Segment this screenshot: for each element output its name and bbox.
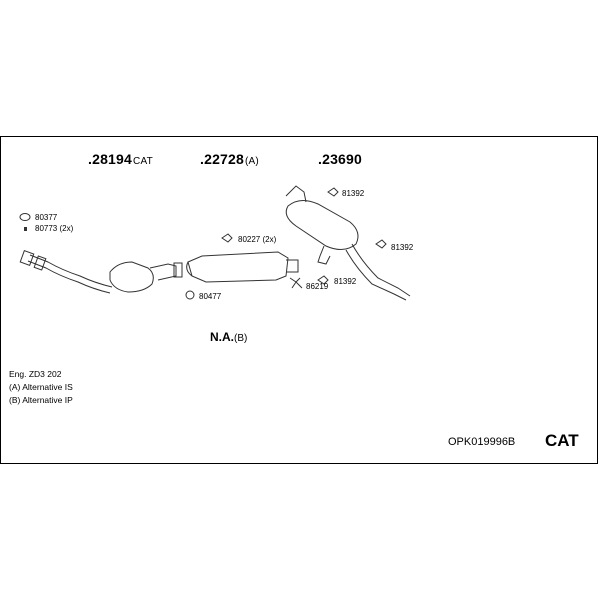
clamp-80477-icon bbox=[185, 290, 195, 300]
na-label: N.A.(B) bbox=[210, 330, 248, 344]
hanger-icon bbox=[221, 187, 387, 285]
part-label-80477: 80477 bbox=[199, 292, 222, 301]
clamp-80377-icon bbox=[19, 213, 31, 221]
group-number-rear: .23690 bbox=[318, 151, 363, 167]
group-number-catalyst: .28194CAT bbox=[88, 151, 153, 167]
part-label-80227: 80227 (2x) bbox=[238, 235, 277, 244]
part-label-80773: 80773 (2x) bbox=[35, 224, 74, 233]
clamp-86219-icon bbox=[289, 277, 303, 289]
note-alternative-a: (A) Alternative IS bbox=[9, 382, 73, 392]
part-label-81392-low: 81392 bbox=[334, 277, 357, 286]
note-alternative-b: (B) Alternative IP bbox=[9, 395, 73, 405]
kit-code: OPK019996B bbox=[448, 436, 516, 448]
note-engine: Eng. ZD3 202 bbox=[9, 369, 62, 379]
rear-silencer bbox=[285, 185, 411, 301]
gasket-80773-icon bbox=[24, 227, 27, 231]
part-label-81392-top: 81392 bbox=[342, 189, 365, 198]
center-silencer bbox=[186, 251, 299, 283]
part-label-81392-mid: 81392 bbox=[391, 243, 414, 252]
group-number-center: .22728(A) bbox=[200, 151, 259, 167]
diagram-frame bbox=[0, 136, 598, 464]
part-label-80377: 80377 bbox=[35, 213, 58, 222]
part-label-86219: 86219 bbox=[306, 282, 329, 291]
kit-type: CAT bbox=[545, 431, 579, 450]
front-pipe-catalyst bbox=[19, 250, 183, 294]
